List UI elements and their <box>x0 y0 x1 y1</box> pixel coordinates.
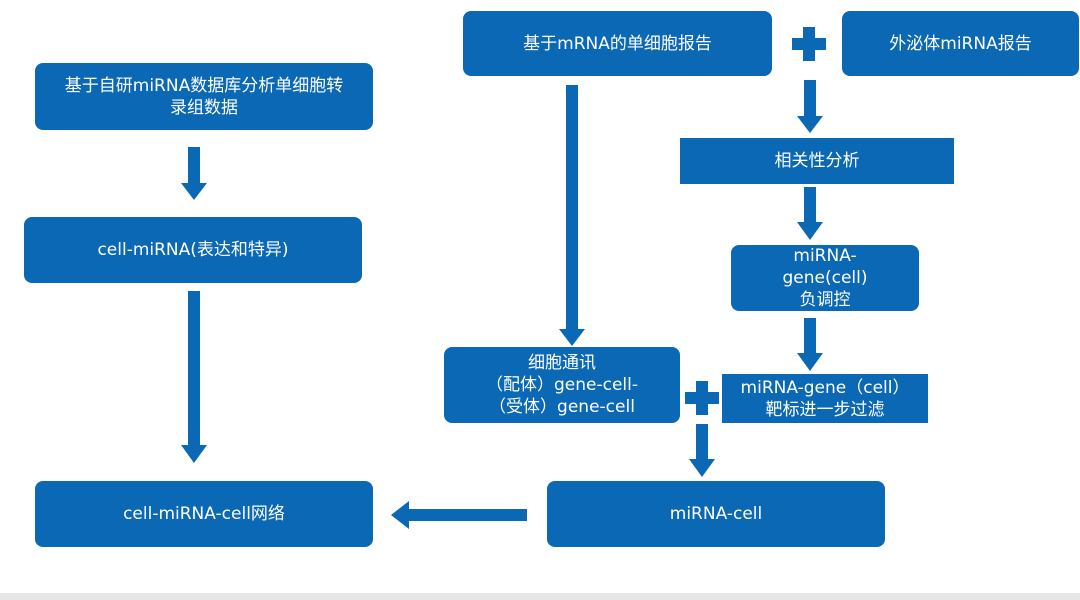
arrow-selfdev-to-cell-mirna <box>181 147 207 200</box>
node-correlation-analysis: 相关性分析 <box>680 138 954 184</box>
arrow-combined-to-mirna-cell <box>689 424 715 477</box>
node-mrna-single-cell-report: 基于mRNA的单细胞报告 <box>463 11 772 76</box>
node-cell-mirna-cell-network: cell-miRNA-cell网络 <box>35 481 373 547</box>
arrow-negative-regulation-to-target-filter <box>797 318 823 371</box>
arrow-cell-mirna-to-network <box>181 291 207 463</box>
node-target-further-filter: miRNA-gene（cell） 靶标进一步过滤 <box>722 374 928 423</box>
node-cell-mirna-expression: cell-miRNA(表达和特异) <box>24 217 362 283</box>
node-exosome-mirna-report: 外泌体miRNA报告 <box>842 11 1079 76</box>
node-selfdev-database-analysis: 基于自研miRNA数据库分析单细胞转 录组数据 <box>35 63 373 130</box>
arrow-correlation-to-negative-regulation <box>797 187 823 240</box>
node-mirna-gene-negative-regulation: miRNA- gene(cell) 负调控 <box>731 245 919 311</box>
node-cell-communication: 细胞通讯 （配体）gene-cell- （受体）gene-cell <box>444 347 680 423</box>
arrow-mirna-cell-to-network <box>391 501 527 529</box>
node-mirna-cell: miRNA-cell <box>547 481 885 547</box>
plus-icon-communication-filter <box>685 381 719 415</box>
plus-icon-reports <box>792 27 826 61</box>
arrow-exosome-report-to-correlation <box>797 80 823 133</box>
arrow-mrna-report-to-communication <box>559 85 585 346</box>
bottom-bar <box>0 593 1080 600</box>
